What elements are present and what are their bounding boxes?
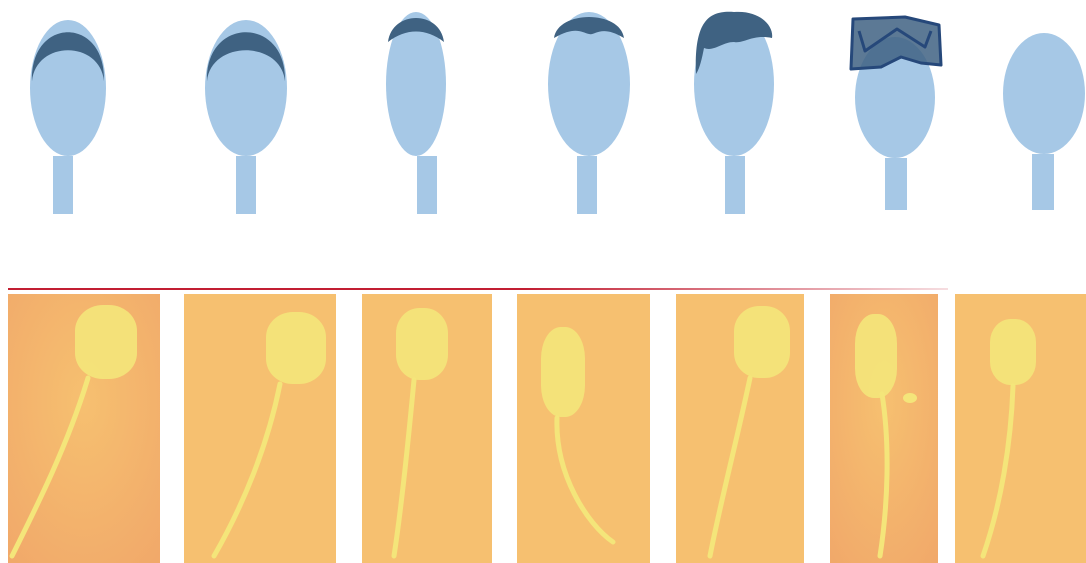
diagram-2 xyxy=(176,0,316,230)
root-stalk xyxy=(725,156,745,214)
root-stalk xyxy=(417,156,437,214)
photo-3 xyxy=(362,294,492,563)
photo-4 xyxy=(517,294,650,563)
photo-background xyxy=(517,294,650,563)
root-stalk xyxy=(577,156,597,214)
photo-image xyxy=(362,294,492,563)
diagram-1 xyxy=(0,0,138,230)
root-stalk xyxy=(1032,154,1054,210)
seedling-tip xyxy=(855,314,897,398)
photo-2 xyxy=(184,294,336,563)
photo-image xyxy=(517,294,650,563)
photo-6 xyxy=(830,294,938,563)
root-tip-body xyxy=(1003,33,1085,154)
photo-image xyxy=(955,294,1086,563)
photo-image xyxy=(8,294,160,563)
seedling-tip xyxy=(75,305,137,379)
diagram-3 xyxy=(346,0,486,230)
root-stalk xyxy=(53,156,73,214)
photo-image xyxy=(676,294,804,563)
photo-1 xyxy=(8,294,160,563)
seedling-tip xyxy=(990,319,1036,385)
seedling-tip xyxy=(734,306,790,378)
root-stalk xyxy=(885,158,907,210)
seedling-bud xyxy=(903,393,917,403)
separator-line xyxy=(8,288,948,290)
photo-image xyxy=(830,294,938,563)
seedling-tip xyxy=(266,312,326,384)
photo-5 xyxy=(676,294,804,563)
diagram-6 xyxy=(825,0,965,230)
seedling-tip xyxy=(396,308,448,380)
root-stalk xyxy=(236,156,256,214)
diagram-5 xyxy=(664,0,804,230)
photo-image xyxy=(184,294,336,563)
photo-7 xyxy=(955,294,1086,563)
diagram-7 xyxy=(974,0,1086,230)
diagram-4 xyxy=(519,0,659,230)
seedling-tip xyxy=(541,327,585,417)
